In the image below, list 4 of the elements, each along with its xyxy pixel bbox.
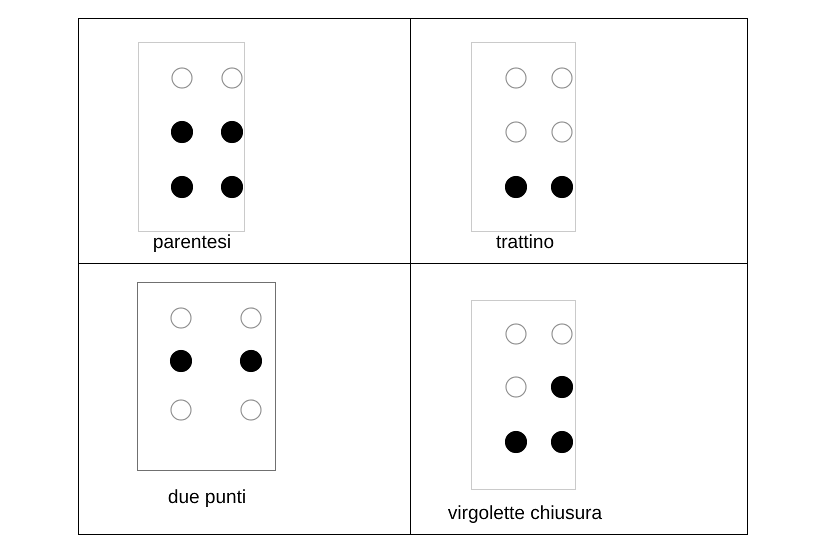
cell-caption: parentesi	[152, 232, 232, 253]
cell-caption: virgolette chiusura	[448, 503, 602, 524]
cell-caption: due punti	[168, 487, 246, 508]
cell-caption: trattino	[496, 232, 554, 253]
